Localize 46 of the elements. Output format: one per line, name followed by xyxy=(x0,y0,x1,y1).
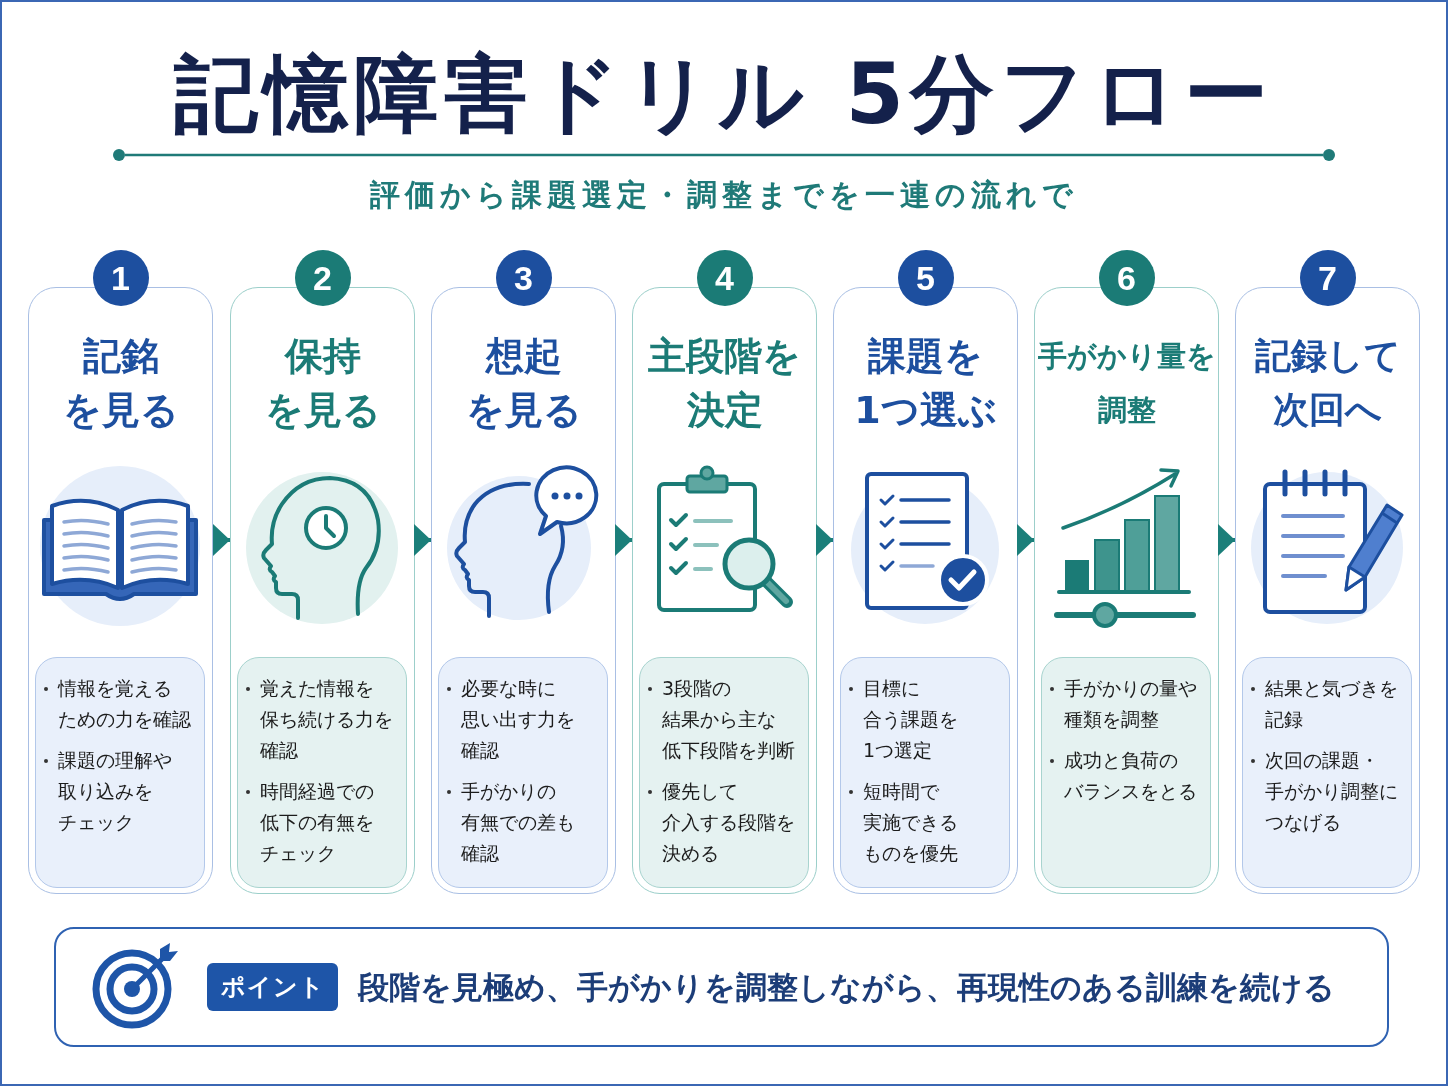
step-number: 7 xyxy=(1299,250,1356,306)
bullet-point: 3段階の結果から主な低下段階を判断 xyxy=(640,673,805,766)
step-heading: 保持を見る xyxy=(264,333,381,434)
point-banner xyxy=(54,927,1389,1047)
bullet-point: 短時間で実施できるものを優先 xyxy=(841,776,1006,869)
flow-arrow xyxy=(1017,524,1034,556)
bullet-point: 結果と気づきを記録 xyxy=(1243,673,1408,735)
flow-arrow xyxy=(1218,524,1235,556)
point-tag: ポイント xyxy=(207,963,338,1011)
step-heading: 課題を1つ選ぶ xyxy=(854,333,997,434)
bullet-point: 優先して介入する段階を決める xyxy=(640,776,805,869)
step-heading: 記銘を見る xyxy=(62,333,179,434)
title: 記憶障害ドリル 5分フロー xyxy=(174,44,1274,144)
step-heading: 主段階を決定 xyxy=(648,333,801,434)
flow-arrow xyxy=(414,524,431,556)
bullet-point: 手がかりの量や種類を調整 xyxy=(1042,673,1207,735)
step-number: 2 xyxy=(294,250,351,306)
step-detail-panel xyxy=(1041,657,1211,888)
point-message: 段階を見極め、手がかりを調整しながら、再現性のある訓練を続ける xyxy=(358,968,1335,1007)
step-detail-panel xyxy=(840,657,1010,888)
step-number: 1 xyxy=(92,250,149,306)
step-number: 3 xyxy=(495,250,552,306)
bullet-point: 次回の課題・手がかり調整につなげる xyxy=(1243,745,1408,838)
bullet-point: 情報を覚えるための力を確認 xyxy=(36,673,201,735)
step-heading: 手がかり量を調整 xyxy=(1037,338,1216,429)
step-detail-panel xyxy=(1242,657,1412,888)
step-number: 6 xyxy=(1098,250,1155,306)
step-heading: 記録して次回へ xyxy=(1254,334,1401,432)
bullet-point: 時間経過での低下の有無をチェック xyxy=(238,776,403,869)
flow-arrow xyxy=(213,524,230,556)
bullet-point: 覚えた情報を保ち続ける力を確認 xyxy=(238,673,403,766)
step-heading: 想起を見る xyxy=(465,333,582,434)
step-detail-panel xyxy=(35,657,205,888)
bullet-point: 成功と負荷のバランスをとる xyxy=(1042,745,1207,807)
step-number: 4 xyxy=(696,250,753,306)
bullet-point: 必要な時に思い出す力を確認 xyxy=(439,673,604,766)
bullet-point: 課題の理解や取り込みをチェック xyxy=(36,745,201,838)
subtitle: 評価から課題選定・調整までを一連の流れで xyxy=(370,176,1078,214)
step-detail-panel xyxy=(237,657,407,888)
flow-arrow xyxy=(816,524,833,556)
step-number: 5 xyxy=(897,250,954,306)
step-detail-panel xyxy=(438,657,608,888)
step-detail-panel xyxy=(639,657,809,888)
bullet-point: 手がかりの有無での差も確認 xyxy=(439,776,604,869)
flow-arrow xyxy=(615,524,632,556)
bullet-point: 目標に合う課題を1つ選定 xyxy=(841,673,1006,766)
